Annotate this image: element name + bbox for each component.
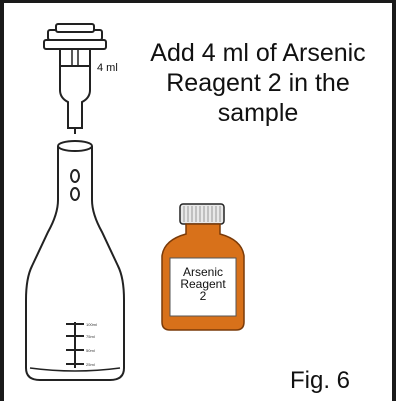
- instruction-text: Add 4 ml of Arsenic Reagent 2 in the sam…: [128, 38, 388, 128]
- syringe-barrel: [59, 48, 91, 129]
- instruction-line1: Add 4 ml of Arsenic: [150, 39, 366, 67]
- syringe-flange: [43, 39, 107, 50]
- graduation-label-50: 50ml: [86, 348, 95, 353]
- panel-border-right: [392, 0, 396, 401]
- panel-border-top: [0, 0, 396, 3]
- bottle-label: [169, 257, 237, 317]
- syringe-plunger-cap: [55, 23, 95, 33]
- bottle-label-line1: Arsenic: [182, 265, 223, 279]
- instruction-line3: sample: [217, 99, 299, 127]
- drop-2: [70, 187, 80, 201]
- panel-border-left: [0, 0, 4, 401]
- graduation-label-75: 75ml: [86, 334, 95, 339]
- volumetric-flask: [25, 140, 125, 381]
- syringe: [43, 23, 107, 134]
- bottle-label-text: Arsenic Reagent 2: [172, 266, 234, 302]
- graduation-label-25: 25ml: [86, 362, 95, 367]
- figure-label: Fig. 6: [290, 367, 351, 394]
- bottle-label-line3: 2: [199, 289, 207, 303]
- syringe-volume-label: 4 ml: [97, 62, 118, 74]
- drop-1: [70, 169, 80, 183]
- bottle-label-line2: Reagent: [180, 277, 226, 291]
- flask-body: [25, 146, 125, 381]
- bottle-cap: [179, 203, 225, 225]
- flask-mouth: [57, 140, 93, 152]
- flask-liquid: [29, 367, 121, 372]
- instruction-line2: Reagent 2 in the: [166, 69, 350, 97]
- graduation-label-100: 100ml: [86, 322, 97, 327]
- reagent-bottle: [161, 203, 245, 331]
